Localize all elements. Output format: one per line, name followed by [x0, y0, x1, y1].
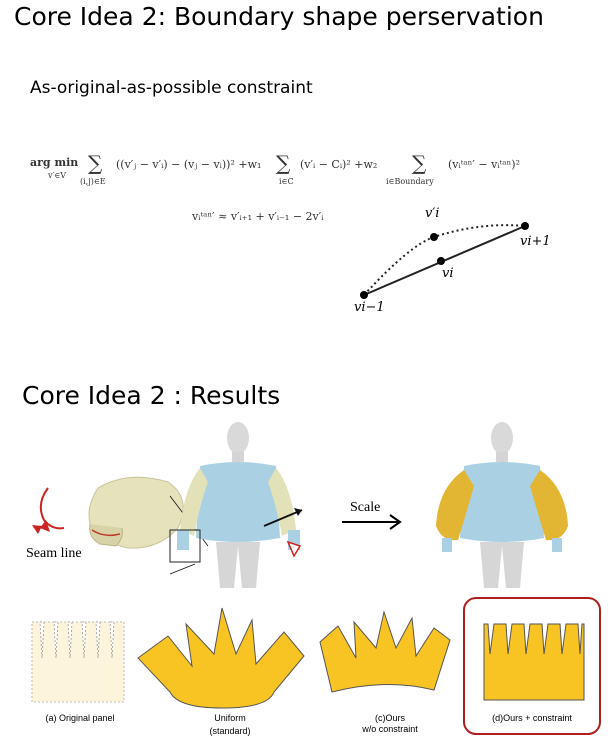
vertex-diagram: [360, 222, 529, 299]
avatar-legs: [216, 542, 260, 588]
avatar-left-sleeve: [180, 468, 208, 536]
svg-text:v′∈V: v′∈V: [47, 171, 66, 180]
caption-standard: (standard): [209, 726, 251, 736]
rotation-arrow-icon: [39, 487, 65, 530]
scale-label: Scale: [350, 500, 381, 515]
avatar-right-sleeve-scaled: [530, 470, 568, 541]
stretch-arrow-head-icon: [294, 508, 302, 516]
svg-text:(i,j)∈E: (i,j)∈E: [80, 177, 106, 186]
panel-comparison: [31, 597, 601, 735]
avatar-head: [491, 422, 513, 454]
avatar-neck: [232, 452, 244, 462]
energy-formula: arg min v′∈V ∑ (i,j)∈E ((v′ⱼ − v′ᵢ) − (v…: [30, 151, 520, 223]
svg-text:i∈C: i∈C: [279, 177, 294, 186]
label-v-i: vi: [442, 266, 454, 281]
avatar-left-cuff: [442, 538, 452, 552]
avatar-neck: [496, 452, 508, 462]
avatar-after-scale: [436, 422, 568, 588]
avatar-right-sleeve: [268, 468, 296, 536]
avatar-left-cuff: [177, 530, 189, 550]
callout-line-bottom: [169, 563, 196, 575]
subtitle: As-original-as-possible constraint: [30, 78, 313, 98]
caption-uniform: Uniform: [214, 713, 246, 723]
vertex-i-minus-1: [360, 291, 368, 299]
vertex-i: [437, 257, 445, 265]
vertex-prime-i: [430, 233, 438, 241]
avatar-shirt: [196, 462, 280, 542]
svg-text:vᵢᵗᵃⁿ′ ≈ v′ᵢ₊₁ + v′ᵢ₋₁ − 2v′ᵢ: vᵢᵗᵃⁿ′ ≈ v′ᵢ₊₁ + v′ᵢ₋₁ − 2v′ᵢ: [191, 210, 324, 223]
avatar-legs: [480, 542, 524, 588]
seam-line-mark: [91, 529, 121, 537]
caption-without-constraint: w/o constraint: [362, 724, 418, 734]
avatar-right-cuff: [552, 538, 562, 552]
label-v-i-plus-1: vi+1: [520, 234, 551, 249]
zoom-box: [169, 529, 201, 563]
slide-title-2: Core Idea 2 : Results: [22, 381, 281, 410]
label-v-i-minus-1: vi−1: [354, 300, 385, 315]
svg-text:∑: ∑: [88, 151, 103, 175]
panel-ours-without-constraint: [319, 610, 451, 693]
avatar-before-scale: [169, 422, 303, 588]
sleeve-closeup-illustration: [32, 476, 184, 549]
rotation-arrow-tip-icon: [32, 525, 42, 534]
caption-original-panel: (a) Original panel: [45, 713, 115, 723]
label-v-prime-i: v′i: [425, 206, 440, 221]
svg-text:∑: ∑: [276, 151, 291, 175]
svg-text:arg min: arg min: [30, 156, 78, 169]
vertex-i-plus-1: [521, 222, 529, 230]
seam-line-label: Seam line: [26, 546, 82, 561]
caption-ours: (c)Ours: [375, 713, 405, 723]
slide-title-1: Core Idea 2: Boundary shape perservation: [14, 2, 544, 31]
panel-original: [31, 621, 125, 703]
avatar-head: [227, 422, 249, 454]
pointer-icon: [286, 540, 302, 558]
svg-text:(v′ᵢ − Cᵢ)² +w₂: (v′ᵢ − Cᵢ)² +w₂: [300, 158, 377, 171]
avatar-shirt: [460, 462, 544, 542]
scale-arrow-icon: [342, 514, 402, 530]
stretch-arrow-line: [263, 509, 303, 527]
svg-text:(vᵢᵗᵃⁿ′ − vᵢᵗᵃⁿ)²: (vᵢᵗᵃⁿ′ − vᵢᵗᵃⁿ)²: [448, 158, 520, 171]
rotation-arrowhead-icon: [40, 520, 50, 532]
highlight-frame: [463, 597, 601, 735]
svg-text:i∈Boundary: i∈Boundary: [386, 177, 434, 186]
svg-text:∑: ∑: [412, 151, 427, 175]
panel-uniform: [137, 607, 305, 709]
avatar-left-sleeve-scaled: [436, 470, 474, 541]
caption-ours-with-constraint: (d)Ours + constraint: [492, 713, 572, 723]
svg-text:((v′ⱼ − v′ᵢ) − (vⱼ − vᵢ))² +w₁: ((v′ⱼ − v′ᵢ) − (vⱼ − vᵢ))² +w₁: [116, 158, 261, 171]
panel-ours-with-constraint: [483, 623, 585, 701]
